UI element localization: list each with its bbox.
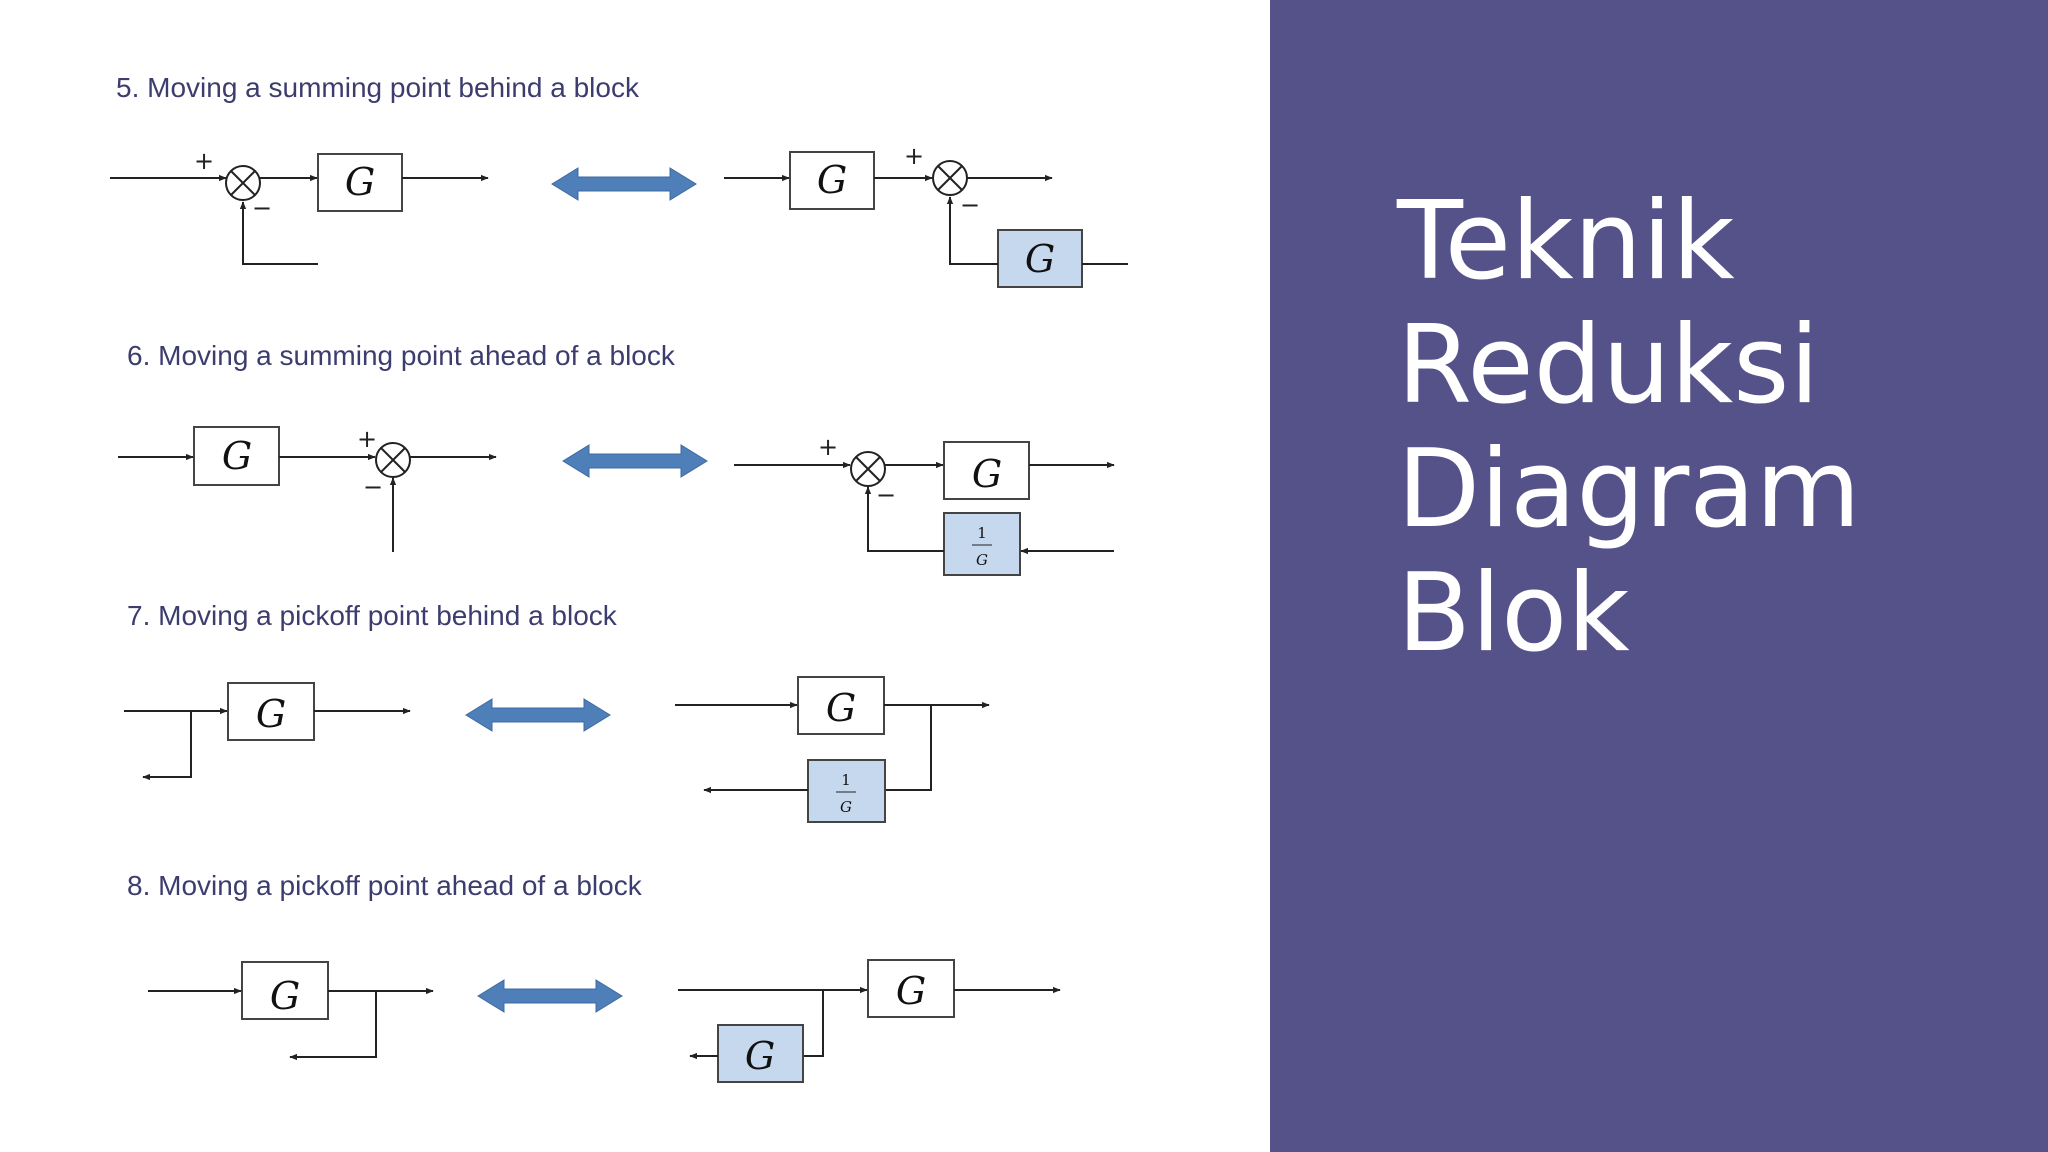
summing-junction [932,160,968,196]
summing-junction [225,165,261,201]
minus-sign: − [876,481,896,509]
fraction-denominator: G [840,798,852,816]
section-heading-7: 7. Moving a pickoff point behind a block [127,600,617,631]
inverse-g-block [943,512,1021,576]
g-block [227,682,315,741]
rule-6-right-diagram: + − G 1 G [734,433,1115,576]
g-block-label: G [826,686,856,730]
fraction-numerator: 1 [977,524,987,542]
g-block-label: G [817,158,847,202]
plus-sign: + [194,147,214,175]
g-block [943,441,1030,500]
g-block [317,153,403,212]
plus-sign: + [818,433,838,461]
rule-8-left-diagram: G [148,961,434,1061]
equivalence-arrow [465,698,611,732]
slide-title-line: Teknik [1397,179,1735,304]
section-heading-8: 8. Moving a pickoff point ahead of a blo… [127,870,642,901]
slide-title: Teknik Reduksi Diagram Blok [1397,180,2017,676]
g-block [867,959,955,1018]
g-block [789,151,875,210]
title-panel: Teknik Reduksi Diagram Blok [1270,0,2048,1152]
rule-7-right-diagram: G 1 G [675,676,990,823]
g-block-label: G [896,969,926,1013]
equivalence-arrow [551,167,697,201]
slide-title-line: Diagram [1397,427,1861,552]
g-block-label: G [345,160,375,204]
rule-7-left-diagram: G [124,682,411,781]
block-diagram-rules: + − G G + − G G + − [110,142,1128,1083]
diagram-panel [0,0,1270,1152]
summing-junction [375,442,411,478]
summing-junction [850,451,886,487]
section-heading-5: 5. Moving a summing point behind a block [116,72,639,103]
g-block-label: G [256,692,286,736]
slide-title-line: Blok [1397,551,1630,676]
g-block-label: G [222,434,252,478]
g-block-label: G [745,1034,775,1078]
g-block-shaded [717,1024,804,1083]
plus-sign: + [357,425,377,453]
g-block-label: G [270,974,300,1018]
fraction-numerator: 1 [841,771,851,789]
fraction-denominator: G [976,551,988,569]
g-block [797,676,885,735]
g-block-shaded [997,229,1083,288]
slide-title-line: Reduksi [1397,303,1820,428]
minus-sign: − [252,194,272,222]
rule-8-right-diagram: G G [678,959,1061,1083]
minus-sign: − [960,191,980,219]
equivalence-arrow [562,444,708,478]
rule-5-left-diagram: + − G [110,147,489,265]
rule-6-left-diagram: G + − [118,425,497,552]
rule-5-right-diagram: G + − G [724,142,1128,288]
section-heading-6: 6. Moving a summing point ahead of a blo… [127,340,675,371]
inverse-g-block [807,759,886,823]
plus-sign: + [904,142,924,170]
g-block-label: G [972,452,1002,496]
minus-sign: − [363,473,383,501]
g-block-label: G [1025,237,1055,281]
equivalence-arrow [477,979,623,1013]
